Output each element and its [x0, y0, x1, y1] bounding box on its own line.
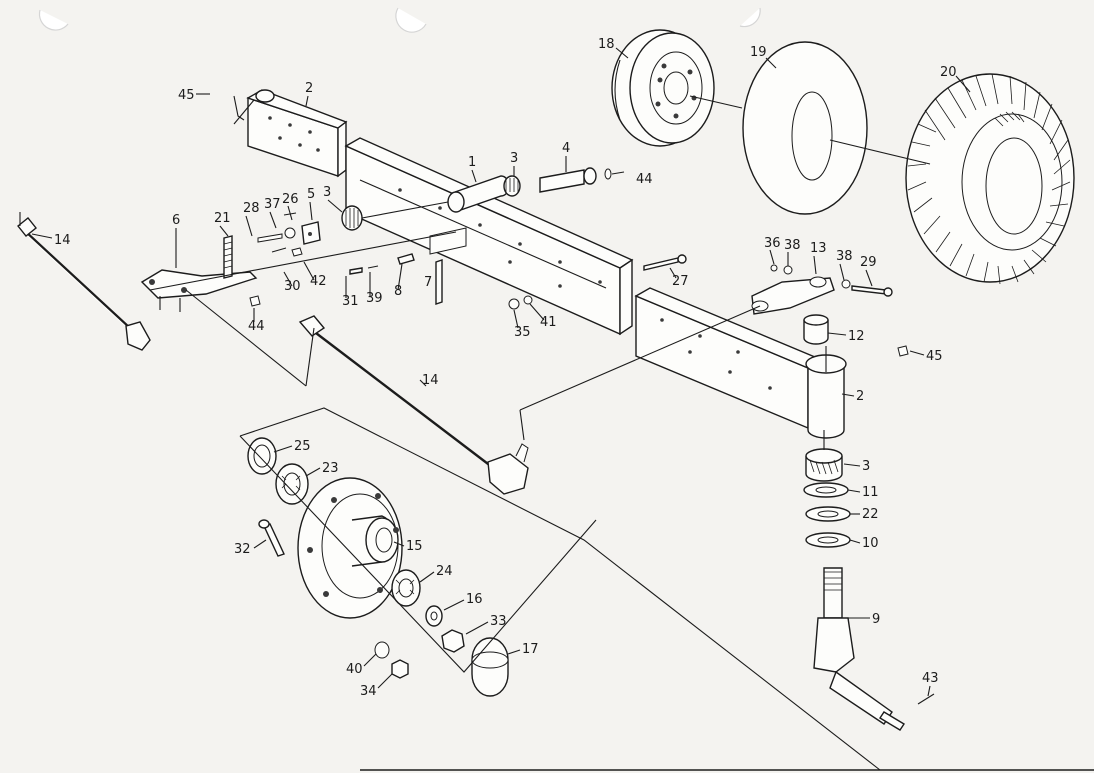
- wheel-hub: [297, 477, 403, 619]
- stub-axle-spindle: [813, 567, 935, 731]
- outer-bearing: [391, 569, 421, 607]
- callout-3-a: 3: [510, 151, 518, 166]
- callout-7: 7: [424, 275, 432, 290]
- binder-holes: [38, 7, 761, 33]
- callout-25: 25: [294, 439, 311, 454]
- arm-fasteners: [770, 264, 909, 357]
- callout-32: 32: [234, 542, 251, 557]
- kingpin-bushing: [803, 314, 829, 345]
- callout-39: 39: [366, 291, 383, 306]
- callout-30: 30: [284, 279, 301, 294]
- callout-38-a: 38: [784, 238, 801, 253]
- rim-to-tube-line: [689, 95, 743, 109]
- callout-14-b: 14: [422, 373, 439, 388]
- steering-bracket: [257, 212, 321, 257]
- callout-16: 16: [466, 592, 483, 607]
- callout-18: 18: [598, 37, 615, 52]
- callout-labels: 45 2 1 3 4 44 18 19 20 14 6 21 28 37 26 …: [54, 37, 957, 699]
- callout-2-b: 2: [856, 389, 864, 404]
- callout-3-c: 3: [862, 459, 870, 474]
- kingpin-bearing-stack: [803, 448, 851, 548]
- inner-tube: [742, 41, 868, 215]
- callout-5: 5: [307, 187, 315, 202]
- callout-44-b: 44: [248, 319, 265, 334]
- callout-45-a: 45: [178, 88, 195, 103]
- steering-lever: [140, 235, 261, 312]
- central-axle-beam: [344, 137, 634, 336]
- left-axle-extension: [233, 89, 348, 178]
- callout-12: 12: [848, 329, 865, 344]
- pivot-pin: [539, 167, 625, 193]
- callout-31: 31: [342, 294, 359, 309]
- callout-13: 13: [810, 241, 827, 256]
- wheel-stud-nut-washer: [258, 519, 409, 679]
- callout-37: 37: [264, 197, 281, 212]
- inner-bearing: [275, 463, 309, 505]
- assembly-outline: [239, 407, 881, 771]
- callout-20: 20: [940, 65, 957, 80]
- callout-3-b: 3: [323, 185, 331, 200]
- tire: [905, 73, 1075, 285]
- callout-44-a: 44: [636, 172, 653, 187]
- center-tie-rod: [298, 315, 529, 495]
- callout-28: 28: [243, 201, 260, 216]
- beam-fasteners: [349, 253, 687, 310]
- callout-17: 17: [522, 642, 539, 657]
- right-axle-extension: [634, 287, 847, 439]
- callout-26: 26: [282, 192, 299, 207]
- oil-seal: [247, 437, 277, 475]
- assembly-lines: [149, 99, 827, 450]
- steering-arm: [751, 276, 835, 315]
- callout-24: 24: [436, 564, 453, 579]
- callout-36: 36: [764, 236, 781, 251]
- callout-38-b: 38: [836, 249, 853, 264]
- callout-35: 35: [514, 325, 531, 340]
- callout-15: 15: [406, 539, 423, 554]
- callout-42: 42: [310, 274, 327, 289]
- wheel-rim: [611, 29, 715, 147]
- callout-29: 29: [860, 255, 877, 270]
- callout-45-b: 45: [926, 349, 943, 364]
- callout-8: 8: [394, 284, 402, 299]
- callout-34: 34: [360, 684, 377, 699]
- left-tie-rod: [17, 212, 151, 351]
- callout-22: 22: [862, 507, 879, 522]
- callout-21: 21: [214, 211, 231, 226]
- callout-23: 23: [322, 461, 339, 476]
- pivot-tube: [447, 175, 521, 213]
- callout-11: 11: [862, 485, 879, 500]
- tube-to-tire-line: [829, 139, 931, 165]
- callout-4: 4: [562, 141, 570, 156]
- callout-33: 33: [490, 614, 507, 629]
- callout-leaders: [31, 47, 971, 697]
- callout-6: 6: [172, 213, 180, 228]
- callout-14-a: 14: [54, 233, 71, 248]
- callout-2-a: 2: [305, 81, 313, 96]
- bushing: [341, 201, 449, 231]
- callout-1: 1: [468, 155, 476, 170]
- callout-9: 9: [872, 612, 880, 627]
- callout-19: 19: [750, 45, 767, 60]
- assembly-outline-2: [239, 435, 597, 673]
- callout-40: 40: [346, 662, 363, 677]
- callout-43: 43: [922, 671, 939, 686]
- callout-41: 41: [540, 315, 557, 330]
- callout-10: 10: [862, 536, 879, 551]
